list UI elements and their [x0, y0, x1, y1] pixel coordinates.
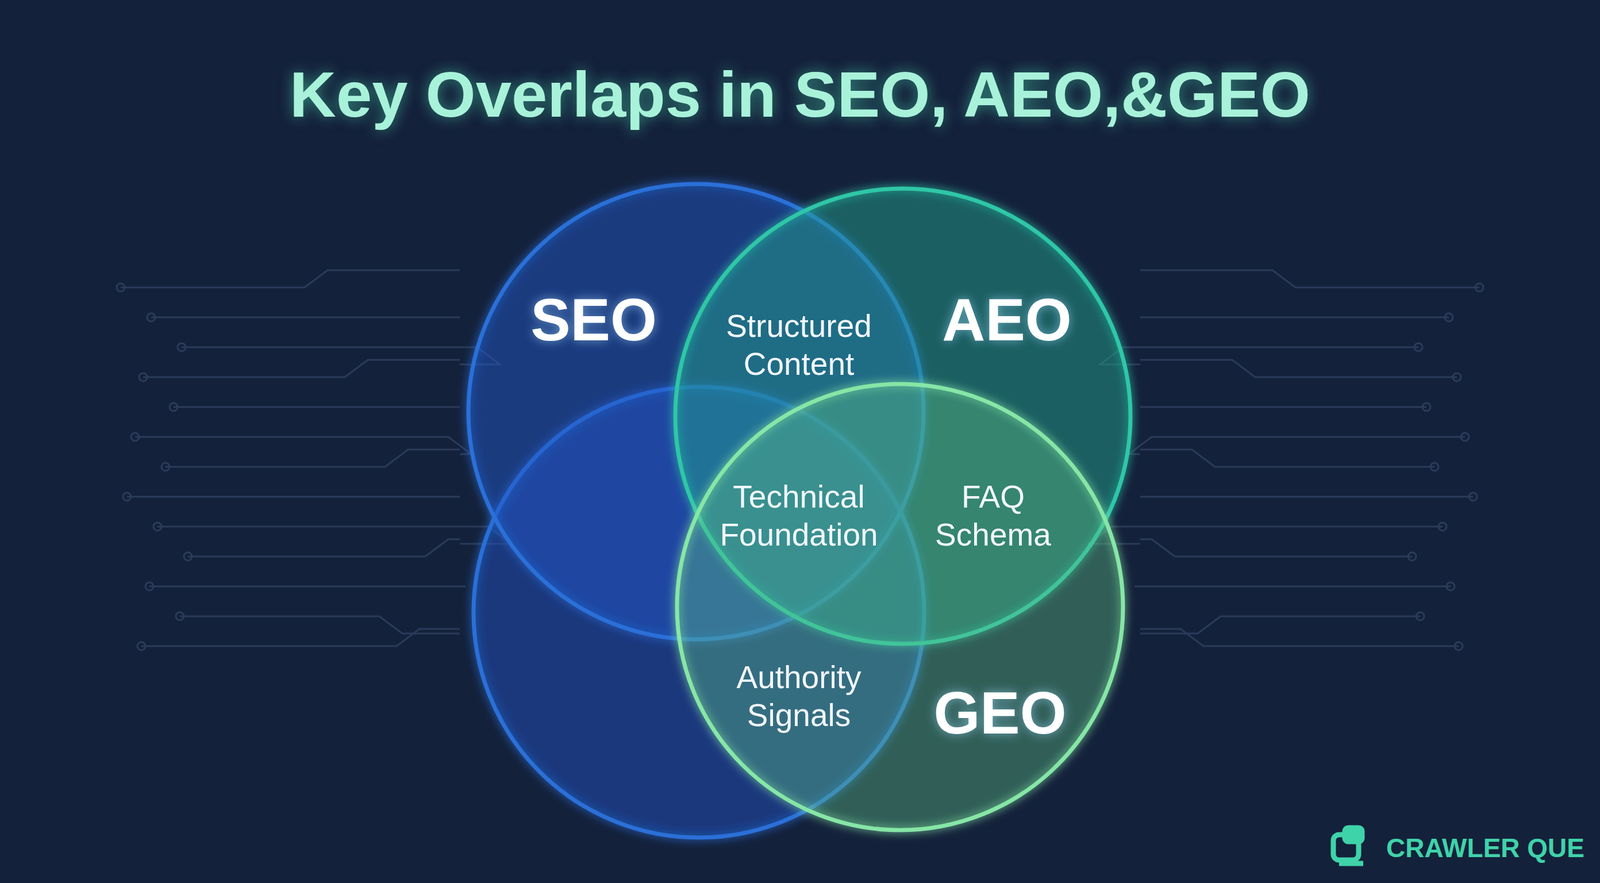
circuit-trace [135, 436, 472, 455]
circuit-trace [1140, 449, 1435, 467]
circle-label: AEO [941, 285, 1072, 355]
trace-dot [147, 313, 156, 322]
watermark: CRAWLER QUE [1386, 832, 1585, 864]
trace-dot [139, 372, 148, 382]
trace-dot [116, 283, 125, 292]
trace-dot [131, 432, 140, 441]
trace-dot [1408, 552, 1417, 561]
circle-label: SEO [530, 285, 657, 355]
circuit-trace [1140, 316, 1449, 319]
circuit-trace [1140, 539, 1413, 557]
trace-dot [137, 641, 146, 650]
overlap-label: FAQ Schema [918, 477, 1068, 554]
circuit-trace [151, 316, 460, 319]
overlap-label: Authority Signals [689, 658, 909, 734]
circuit-trace [149, 585, 466, 588]
trace-dot [1416, 612, 1425, 621]
trace-dot [1454, 641, 1463, 650]
trace-dot [1422, 402, 1431, 411]
trace-dot [1460, 432, 1469, 441]
circuit-trace [1128, 436, 1465, 455]
circuit-trace [1140, 359, 1457, 378]
trace-dot [1446, 582, 1455, 591]
trace-dot [1475, 283, 1484, 292]
circuit-trace [1140, 270, 1480, 288]
trace-dot [161, 462, 170, 471]
trace-dot [169, 402, 178, 411]
circuit-trace [181, 347, 500, 365]
circuit-trace [1140, 406, 1427, 409]
circle-shape [677, 383, 1123, 830]
circuit-trace [1100, 347, 1419, 365]
diagram-title: Key Overlaps in SEO, AEO,&GEO [0, 57, 1600, 132]
trace-dot [1452, 372, 1461, 382]
circuit-trace [157, 526, 512, 544]
circuit-trace [173, 406, 460, 409]
circuit-trace [1140, 628, 1459, 646]
overlap-label: Technical Foundation [683, 477, 914, 554]
trace-dot [1444, 313, 1453, 322]
circuit-trace [120, 270, 460, 288]
overlap-label: Structured Content [689, 306, 909, 383]
trace-dot [1414, 343, 1423, 352]
trace-dot [1430, 462, 1439, 471]
venn-circle: GEO [674, 381, 1126, 833]
trace-dot [122, 492, 132, 501]
trace-dot [145, 582, 154, 591]
circuit-trace [1134, 585, 1451, 588]
circuit-trace [141, 628, 460, 646]
logo-icon [1333, 827, 1364, 864]
circuit-trace [1140, 495, 1473, 498]
trace-dot [1468, 492, 1478, 501]
trace-dot [175, 612, 184, 621]
trace-dot [177, 343, 186, 352]
circuit-trace [187, 539, 460, 557]
circle-outline [674, 381, 1126, 833]
trace-dot [153, 522, 162, 531]
circuit-trace [143, 359, 460, 378]
circuit-trace [165, 449, 460, 467]
trace-dot [183, 552, 192, 561]
circuit-trace [1088, 526, 1443, 544]
circle-label: GEO [933, 678, 1067, 748]
circuit-trace [127, 495, 460, 498]
trace-dot [1438, 522, 1447, 531]
